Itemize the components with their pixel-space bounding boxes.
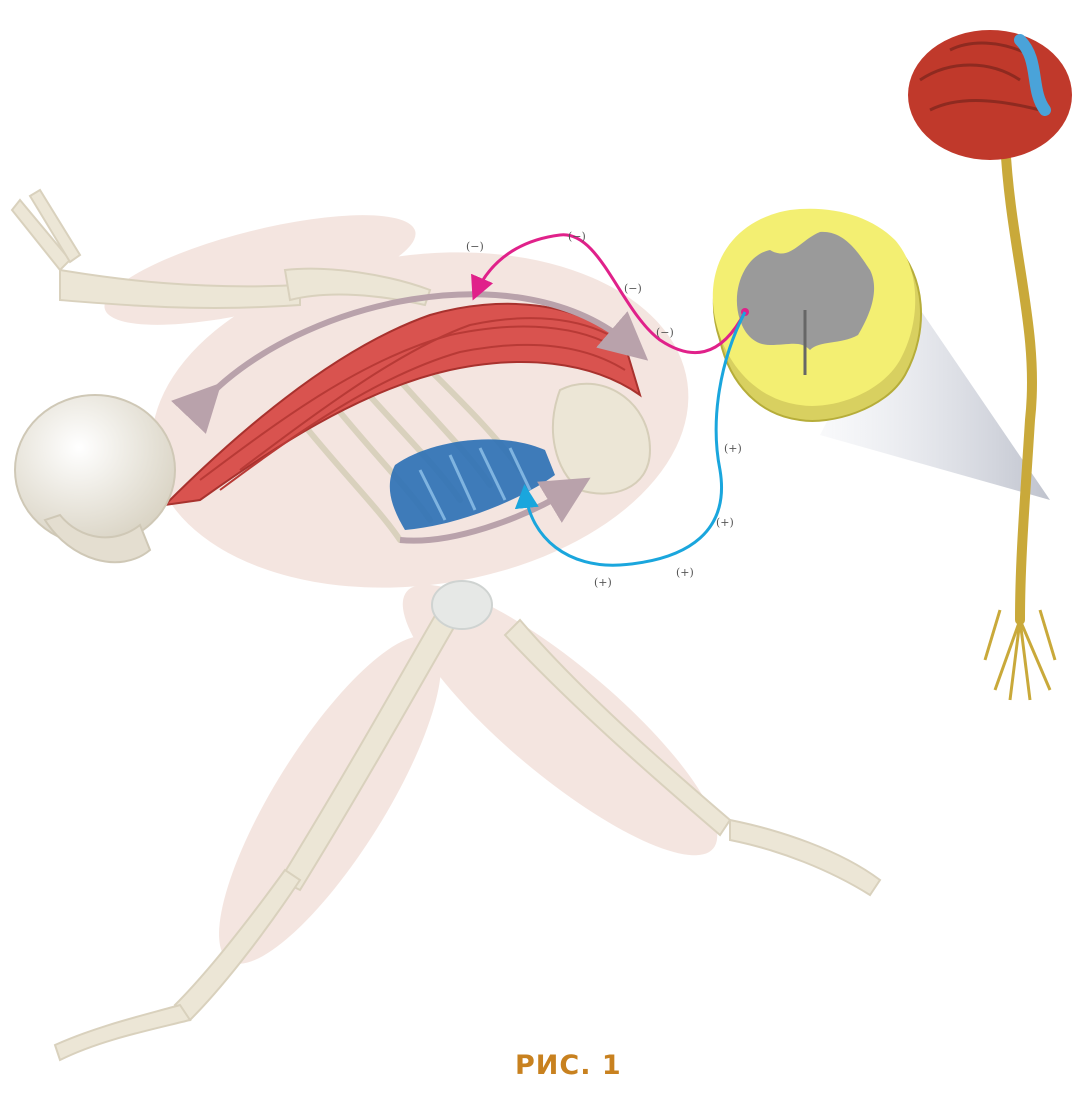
excitatory-sign-label: (+) — [716, 516, 734, 529]
inhibitory-sign-label: (−) — [568, 230, 586, 243]
figure-caption: РИС. 1 — [515, 1050, 622, 1081]
inhibitory-sign-label: (−) — [466, 240, 484, 253]
spinal-nerve-cord — [1005, 140, 1032, 620]
excitatory-sign-label: (+) — [724, 442, 742, 455]
inhibitory-sign-label: (−) — [656, 326, 674, 339]
cauda-equina — [985, 610, 1055, 700]
skull — [15, 395, 175, 545]
inhibitory-sign-label: (−) — [624, 282, 642, 295]
knee — [432, 581, 492, 629]
excitatory-sign-label: (+) — [676, 566, 694, 579]
brain — [908, 30, 1072, 160]
excitatory-sign-label: (+) — [594, 576, 612, 589]
body-silhouette — [95, 192, 748, 990]
